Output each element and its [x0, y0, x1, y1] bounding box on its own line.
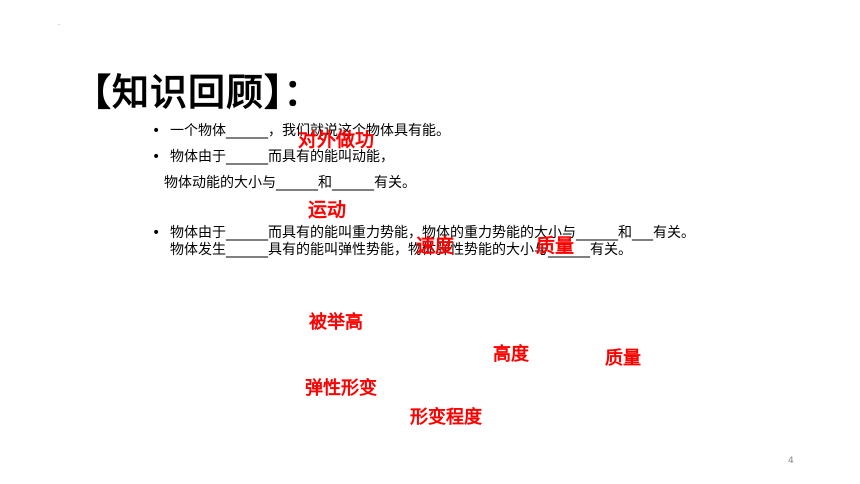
- corner-dot: ·: [58, 22, 60, 29]
- bullet-line-2: • 物体由于______而具有的能叫动能，: [152, 149, 394, 165]
- answer-sudu: 速度: [416, 235, 455, 257]
- bullet-text: 物体由于______而具有的能叫重力势能，物体的重力势能的大小与______和_…: [170, 225, 695, 241]
- answer-yundong: 运动: [308, 199, 347, 221]
- answer-tanxing-xingbian: 弹性形变: [305, 378, 377, 399]
- page-number: 4: [788, 456, 794, 466]
- bullet-text: 物体发生______具有的能叫弹性势能，物体弹性势能的大小与______有关。: [170, 242, 632, 258]
- answer-xingbian-chengdu: 形变程度: [410, 407, 482, 428]
- bullet-marker: •: [152, 225, 161, 241]
- bullet-line-3: 物体动能的大小与______和______有关。: [164, 175, 416, 191]
- slide-title: 【知识回顾】：: [74, 71, 322, 114]
- bullet-line-5: 物体发生______具有的能叫弹性势能，物体弹性势能的大小与______有关。: [170, 242, 632, 258]
- bullet-marker: •: [152, 149, 161, 165]
- answer-beijugao: 被举高: [309, 312, 363, 333]
- answer-zhiliang-2: 质量: [605, 348, 641, 369]
- bullet-text: 物体动能的大小与______和______有关。: [164, 175, 416, 191]
- answer-gaodu: 高度: [493, 344, 529, 365]
- answer-zhiliang-1: 质量: [536, 235, 575, 257]
- bullet-text: 物体由于______而具有的能叫动能，: [170, 149, 394, 165]
- bullet-text: 一个物体______，我们就说这个物体具有能。: [170, 123, 450, 139]
- answer-duiwai-zuogong: 对外做功: [298, 129, 375, 151]
- bullet-line-4: • 物体由于______而具有的能叫重力势能，物体的重力势能的大小与______和…: [152, 225, 695, 241]
- bullet-marker: •: [152, 123, 161, 139]
- bullet-line-1: • 一个物体______，我们就说这个物体具有能。: [152, 123, 450, 139]
